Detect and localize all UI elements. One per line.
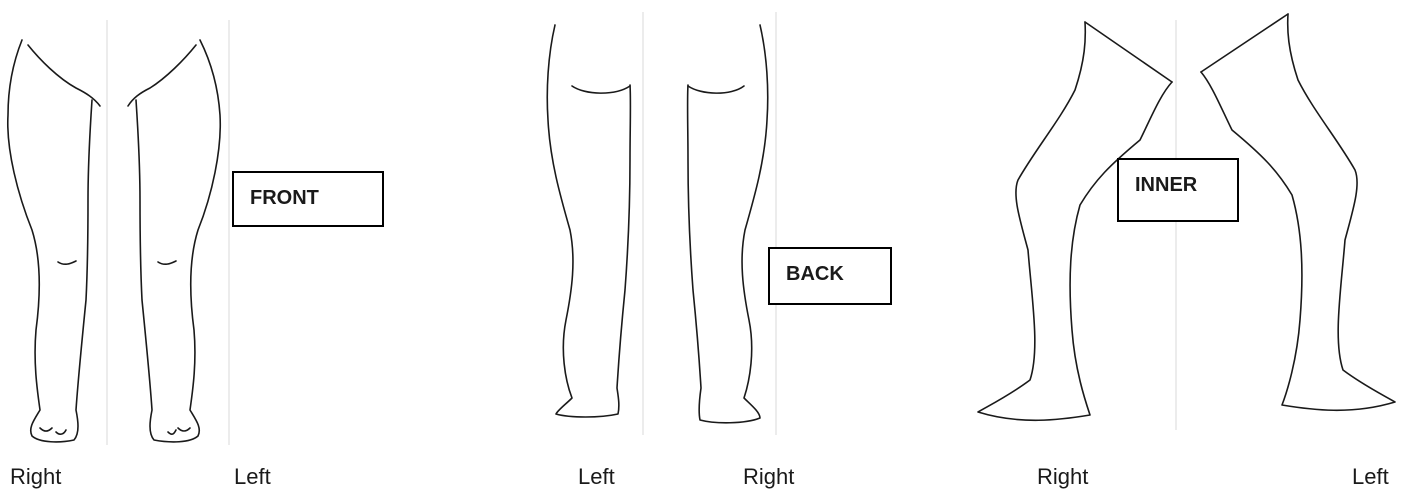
back-left-leg <box>547 25 630 417</box>
back-view-label-box: BACK <box>768 247 892 305</box>
front-view-label: FRONT <box>250 187 319 209</box>
back-right-leg <box>688 25 768 423</box>
back-right-side-label: Right <box>743 464 794 490</box>
front-left-side-label: Left <box>234 464 271 490</box>
inner-view-label-box: INNER <box>1117 158 1239 222</box>
front-right-leg <box>8 40 100 442</box>
front-left-leg <box>128 40 220 442</box>
inner-right-side-label: Right <box>1037 464 1088 490</box>
back-left-side-label: Left <box>578 464 615 490</box>
inner-left-side-label: Left <box>1352 464 1389 490</box>
back-view-label: BACK <box>786 263 844 285</box>
front-view-label-box: FRONT <box>232 171 384 227</box>
inner-view-label: INNER <box>1135 174 1197 196</box>
front-right-side-label: Right <box>10 464 61 490</box>
